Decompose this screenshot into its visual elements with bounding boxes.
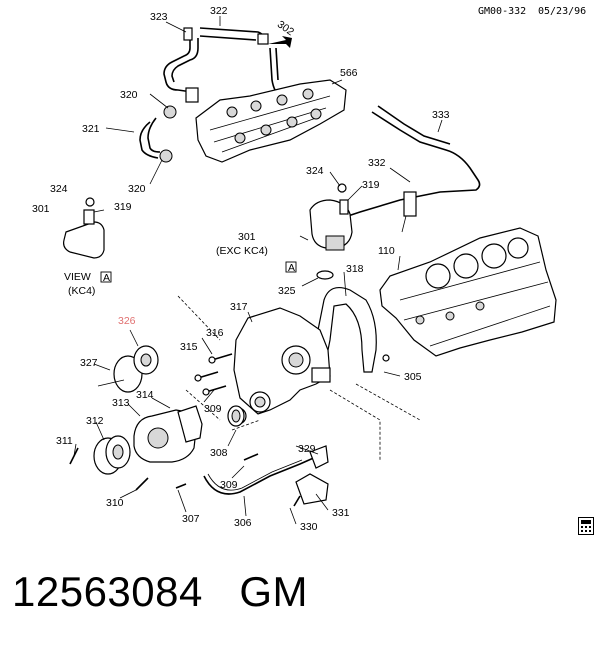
bypass-pipe [347,105,481,233]
callout-329: 329 [298,443,316,455]
callout-315: 315 [180,341,198,353]
callout-314: 314 [136,389,154,401]
thermostat-housing-kc4 [63,197,105,259]
view-marker-box [285,261,297,273]
part-number: 12563084 [12,568,203,615]
callout-330: 330 [300,521,318,533]
callout-325: 325 [278,285,296,297]
brand-label: GM [239,568,309,615]
front-cover [229,307,331,425]
callout-311: 311 [56,435,73,447]
callout-312: 312 [86,415,104,427]
diagram-date: 05/23/96 [538,6,586,17]
callout-321: 321 [82,123,100,135]
callout-308: 308 [210,447,228,459]
callout-301-center: 301 [238,231,256,243]
callout-307: 307 [182,513,200,525]
callout-319-left: 319 [114,201,132,213]
callout-326: 326 [118,315,136,327]
callout-327: 327 [80,357,98,369]
cover-bolts [194,353,233,396]
arrow-302 [268,36,292,48]
view-label: VIEW [64,271,91,283]
callout-302: 302 [275,18,296,38]
callout-323: 323 [150,11,168,23]
vent-hose-assembly [139,27,281,163]
callout-317: 317 [230,301,248,313]
exc-kc4-note: (EXC KC4) [216,245,268,257]
callout-320-bottom: 320 [128,183,146,195]
front-cover-gasket [317,287,377,373]
callout-324-center: 324 [306,165,324,177]
water-pump [133,405,245,463]
leader-lines [73,16,443,525]
engine-block [379,227,557,357]
view-letter: A [103,272,110,284]
callout-309-lower: 309 [220,479,238,491]
callout-331: 331 [332,507,350,519]
sensor-harness [203,445,329,505]
diagram-code: GM00-332 [478,6,526,17]
calculator-icon[interactable] [578,517,594,535]
callout-310: 310 [106,497,124,509]
callout-320-top: 320 [120,89,138,101]
thermostat-housing-center [309,183,353,280]
callout-324-left: 324 [50,183,68,195]
part-number-footer: 12563084 GM [12,568,308,616]
intake-manifold [195,79,347,163]
callout-306: 306 [234,517,252,529]
callout-318: 318 [346,263,364,275]
callout-566: 566 [340,67,358,79]
idler-pulley [97,345,159,393]
water-pump-pulley [93,435,131,475]
callout-316: 316 [206,327,224,339]
small-bolts [69,354,390,507]
callout-332: 332 [368,157,386,169]
callout-333: 333 [432,109,450,121]
view-title-box [100,271,112,283]
kc4-label: (KC4) [68,285,95,297]
callout-319-center: 319 [362,179,380,191]
view-marker-letter: A [288,262,295,274]
callout-309-upper: 309 [204,403,222,415]
callout-301-left: 301 [32,203,50,215]
callout-305: 305 [404,371,422,383]
callout-313: 313 [112,397,130,409]
callout-110: 110 [378,245,395,257]
callout-322: 322 [210,5,228,17]
